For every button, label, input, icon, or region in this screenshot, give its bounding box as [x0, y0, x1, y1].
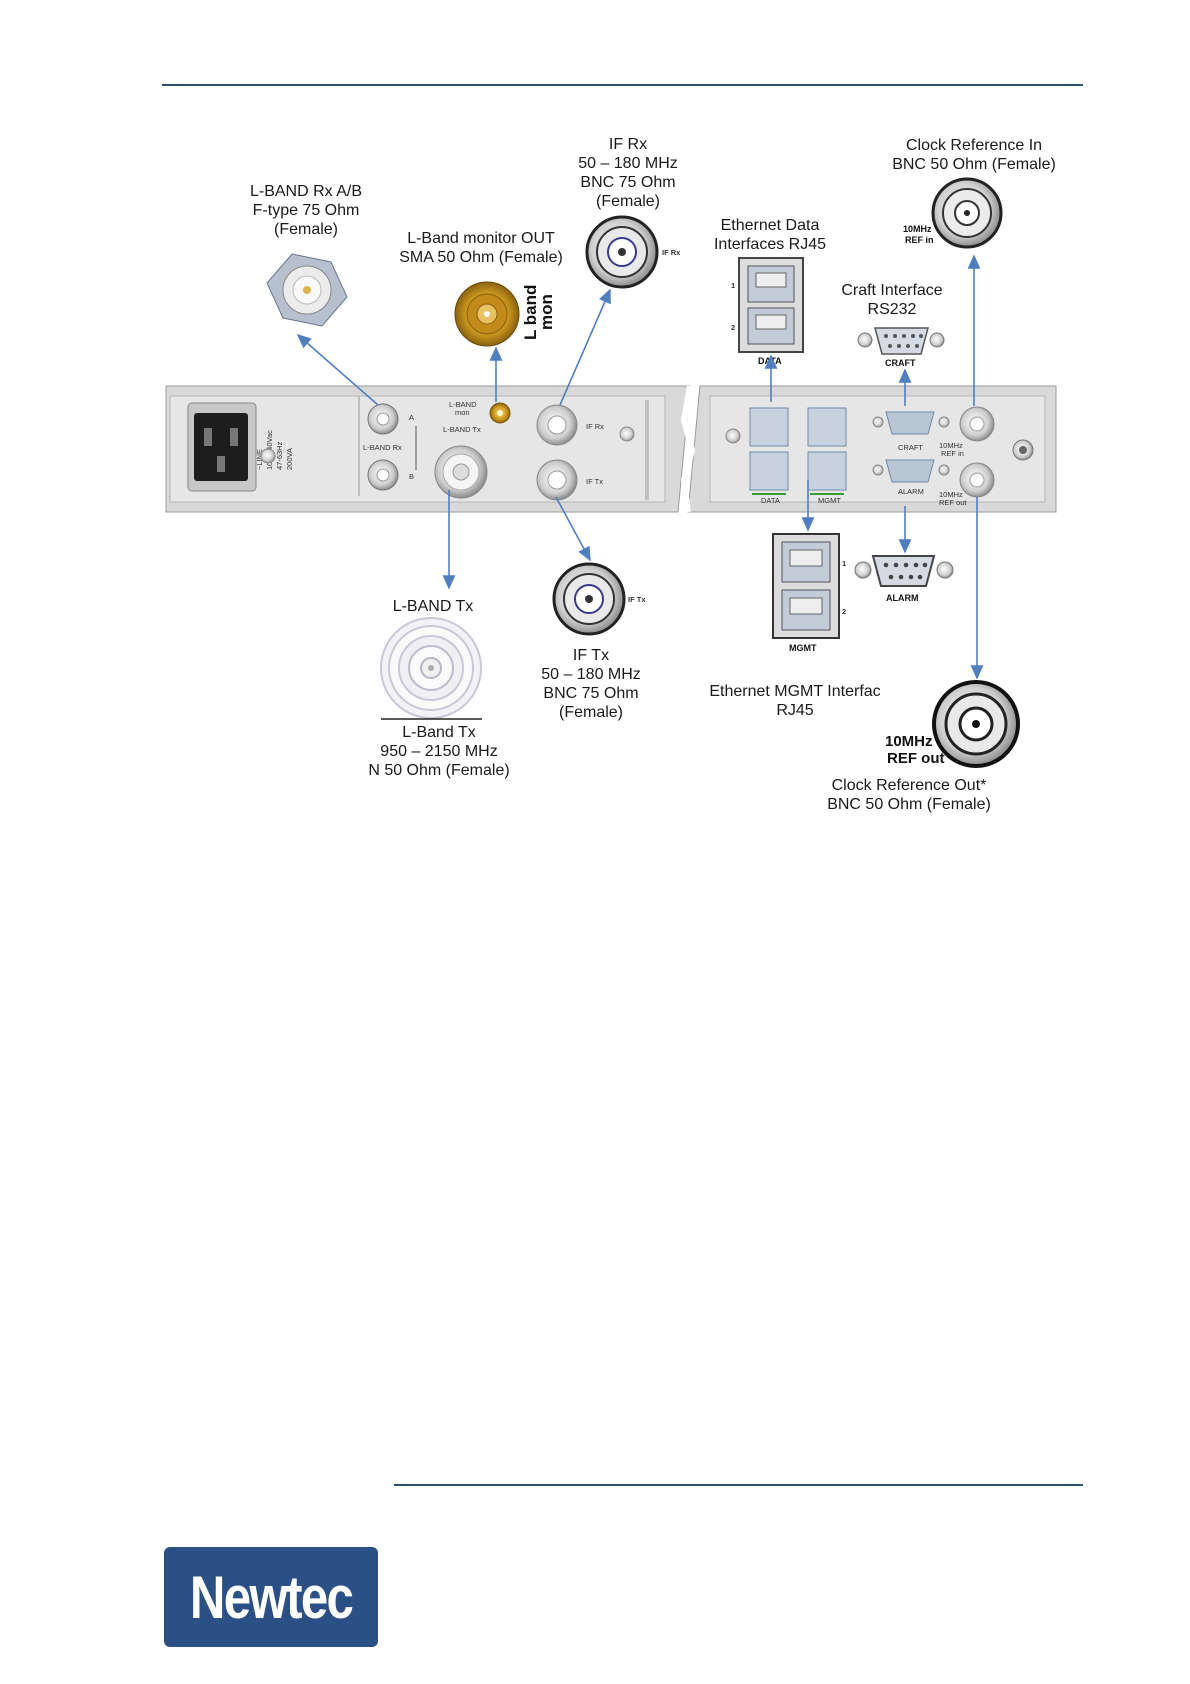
panel-label-ref-out-1: 10MHz — [939, 490, 963, 499]
detail-label-ref-in-2: REF in — [905, 235, 934, 245]
callout-eth-data: Ethernet Data Interfaces RJ45 — [714, 216, 826, 254]
svg-text:~LINE: ~LINE — [255, 449, 264, 470]
callout-if-tx-line1: IF Tx — [572, 647, 610, 664]
callout-craft: Craft Interface RS232 — [841, 281, 942, 319]
svg-text:200VA: 200VA — [285, 448, 294, 470]
panel-label-lband-tx: L-BAND Tx — [443, 425, 481, 434]
detail-label-mgmt: MGMT — [789, 643, 817, 653]
callout-clock-in: Clock Reference In BNC 50 Ohm (Female) — [892, 136, 1056, 174]
detail-label-ref-out-1: 10MHz — [885, 733, 933, 750]
callout-lband-tx-line3: N 50 Ohm (Female) — [368, 762, 510, 779]
callout-lband-mon: L-Band monitor OUT SMA 50 Ohm (Female) — [399, 229, 563, 267]
callout-lband-mon-line1: L-Band monitor OUT — [407, 230, 555, 247]
callout-if-rx-line3: BNC 75 Ohm — [580, 174, 676, 191]
callout-lband-tx-line1: L-Band Tx — [402, 724, 476, 741]
panel-label-data: DATA — [761, 496, 780, 505]
detail-label-craft: CRAFT — [885, 358, 916, 368]
callout-if-tx-line4: (Female) — [558, 704, 624, 721]
callout-lband-mon-line2: SMA 50 Ohm (Female) — [399, 249, 563, 266]
detail-label-if-tx: IF Tx — [628, 595, 646, 604]
panel-label-if-tx: IF Tx — [586, 477, 603, 486]
footer-rule — [394, 1484, 1083, 1486]
panel-label-ref-in-2: REF in — [941, 449, 964, 458]
callout-if-rx-line1: IF Rx — [608, 136, 648, 153]
callout-lband-rx-line2: F-type 75 Ohm — [252, 202, 360, 219]
callout-clock-out-line1: Clock Reference Out* — [831, 777, 987, 794]
callout-if-tx-line2: 50 – 180 MHz — [541, 666, 641, 683]
detail-craft-connector: CRAFT — [857, 327, 945, 368]
panel-label-lband-mon-2: mon — [455, 408, 470, 417]
detail-label-data: DATA — [758, 356, 782, 366]
detail-alarm-connector: ALARM — [854, 555, 954, 603]
detail-ethernet-data: 1 2 DATA — [731, 257, 804, 366]
callout-lband-rx: L-BAND Rx A/B F-type 75 Ohm (Female) — [250, 182, 362, 239]
detail-n-type-connector — [380, 617, 482, 720]
detail-data-port-2: 2 — [731, 323, 735, 332]
callout-clock-in-line1: Clock Reference In — [905, 137, 1043, 154]
detail-label-lband-mon-1: L band — [521, 285, 540, 340]
detail-f-type-connector — [266, 253, 348, 327]
newtec-logo-text: Newtec — [189, 1563, 354, 1631]
detail-mgmt-port-2: 2 — [842, 607, 846, 616]
panel-label-a: A — [409, 413, 414, 422]
panel-label-ref-in-1: 10MHz — [939, 441, 963, 450]
callout-lband-tx-line2: 950 – 2150 MHz — [380, 743, 498, 760]
detail-if-rx-connector: IF Rx — [585, 215, 681, 289]
callout-lband-tx-title: L-BAND Tx — [393, 597, 474, 616]
callout-eth-data-line2: Interfaces RJ45 — [713, 236, 827, 253]
callout-eth-mgmt-line2: RJ45 — [776, 702, 814, 719]
detail-label-if-rx: IF Rx — [662, 248, 681, 257]
power-label-1: ~LINE — [255, 449, 264, 470]
detail-if-tx-connector: IF Tx — [552, 562, 646, 636]
panel-label-craft: CRAFT — [898, 443, 923, 452]
callout-craft-line2: RS232 — [867, 301, 917, 318]
svg-text:47-63Hz: 47-63Hz — [275, 441, 284, 470]
detail-label-ref-out-2: REF out — [887, 750, 945, 767]
detail-mgmt-port-1: 1 — [842, 559, 846, 568]
header-rule — [162, 84, 1083, 86]
callout-if-tx: IF Tx 50 – 180 MHz BNC 75 Ohm (Female) — [541, 646, 641, 722]
callout-craft-line1: Craft Interface — [841, 282, 943, 299]
panel-lband-tx: L-BAND mon L-BAND Tx — [434, 400, 511, 499]
detail-sma-connector: L band mon — [454, 281, 556, 347]
panel-label-mgmt: MGMT — [818, 496, 841, 505]
callout-eth-mgmt-line1: Ethernet MGMT Interfac — [709, 683, 881, 700]
callout-if-rx-line4: (Female) — [595, 193, 661, 210]
callout-lband-tx: L-Band Tx 950 – 2150 MHz N 50 Ohm (Femal… — [368, 723, 509, 780]
detail-data-port-1: 1 — [731, 281, 735, 290]
power-label-4: 200VA — [285, 448, 294, 470]
detail-label-alarm: ALARM — [886, 593, 919, 603]
callout-eth-data-line1: Ethernet Data — [720, 217, 820, 234]
panel-if-ports: IF Rx IF Tx — [536, 400, 649, 501]
panel-label-ref-out-2: REF out — [939, 498, 967, 507]
panel-label-b: B — [409, 472, 414, 481]
panel-label-alarm: ALARM — [898, 487, 924, 496]
callout-clock-in-line2: BNC 50 Ohm (Female) — [892, 156, 1056, 173]
power-inlet: ~LINE 100-240Vac 47-63Hz 200VA — [187, 402, 294, 492]
callout-if-tx-line3: BNC 75 Ohm — [543, 685, 639, 702]
callout-clock-out-line2: BNC 50 Ohm (Female) — [827, 796, 991, 813]
panel-lband-rx: A B L-BAND Rx — [358, 396, 417, 496]
detail-ref-in-connector: 10MHz REF in — [903, 177, 1003, 249]
callout-clock-out: Clock Reference Out* BNC 50 Ohm (Female) — [827, 776, 991, 814]
panel-label-lband-rx: L-BAND Rx — [363, 443, 402, 452]
callout-lband-rx-line1: L-BAND Rx A/B — [249, 183, 363, 200]
power-label-3: 47-63Hz — [275, 441, 284, 470]
callout-lband-tx-title-line1: L-BAND Tx — [392, 598, 474, 615]
callout-if-rx: IF Rx 50 – 180 MHz BNC 75 Ohm (Female) — [578, 135, 678, 211]
panel-right-ports: DATA MGMT CRAFT ALARM 10MHz REF in 10MHz… — [725, 406, 1034, 507]
newtec-logo: Newtec — [164, 1547, 378, 1647]
callout-if-rx-line2: 50 – 180 MHz — [578, 155, 678, 172]
detail-label-lband-mon-2: mon — [537, 294, 556, 330]
panel-label-if-rx: IF Rx — [586, 422, 604, 431]
callout-eth-mgmt: Ethernet MGMT Interfac RJ45 — [709, 682, 880, 720]
detail-label-ref-in-1: 10MHz — [903, 224, 932, 234]
callout-arrows — [296, 254, 984, 680]
panel-label-lband-mon-1: L-BAND — [449, 400, 477, 409]
callout-lband-rx-line3: (Female) — [273, 221, 338, 238]
detail-ethernet-mgmt: 1 2 MGMT — [772, 533, 846, 653]
detail-ref-out-connector: 10MHz REF out — [885, 680, 1020, 768]
